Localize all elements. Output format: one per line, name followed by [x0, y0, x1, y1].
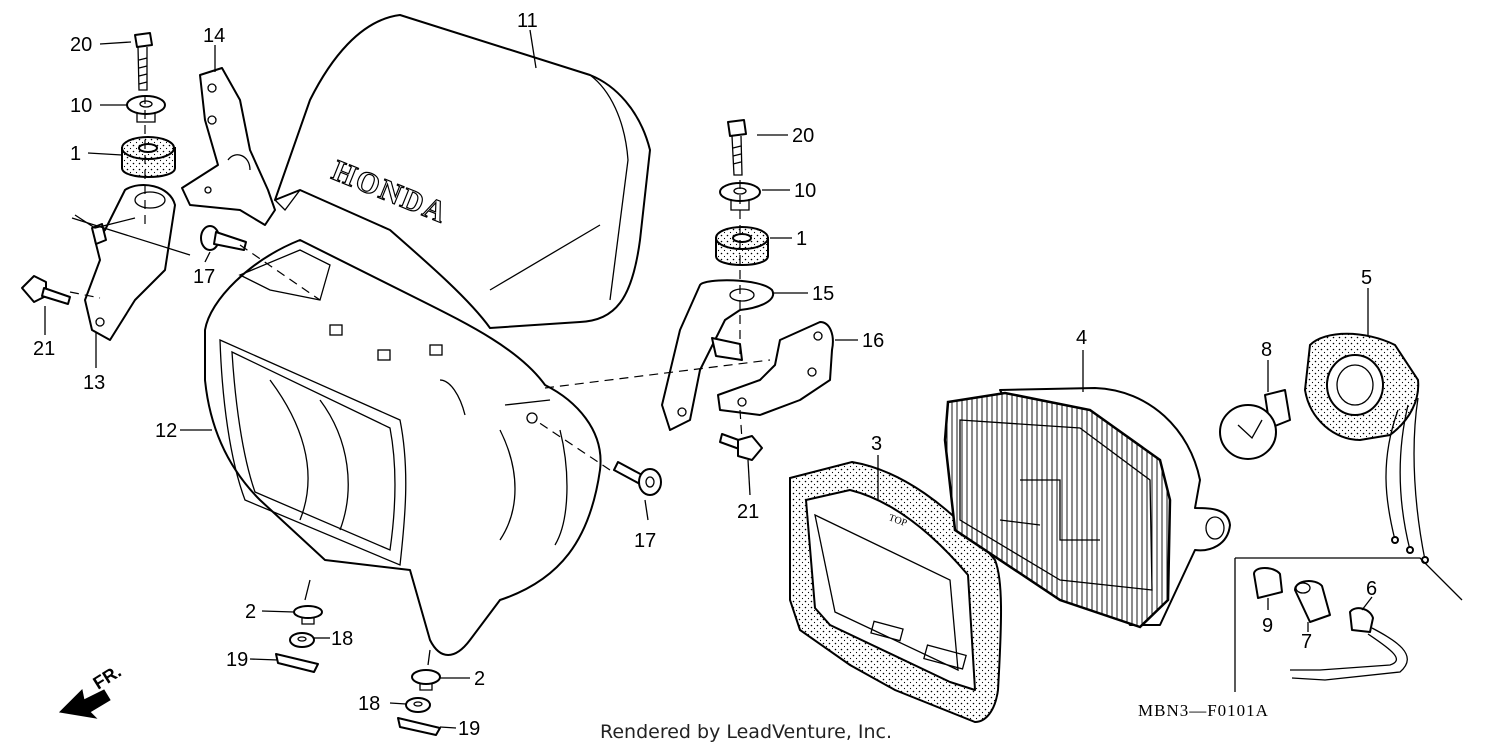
grommet-1-center	[715, 226, 769, 266]
callout-11: 11	[517, 10, 538, 32]
direction-label: FR.	[90, 661, 125, 693]
bolt-20-left	[134, 32, 153, 91]
leader-lines	[44, 29, 1373, 729]
clip-19-left	[275, 653, 319, 673]
callout-14: 14	[203, 25, 225, 47]
bulb-socket	[1303, 332, 1429, 564]
nut-18-right	[405, 697, 431, 713]
callout-16: 16	[862, 330, 884, 352]
callout-2-left: 2	[245, 601, 256, 623]
callout-15: 15	[812, 283, 834, 305]
collar-2-left	[293, 605, 323, 625]
nut-18-left	[289, 632, 315, 648]
grommet-1-left	[121, 136, 176, 178]
headlight-bulb	[1219, 389, 1291, 460]
callout-12: 12	[155, 420, 177, 442]
callout-18-right: 18	[358, 693, 380, 715]
callout-10-center: 10	[794, 180, 816, 202]
bolt-21-center	[719, 433, 763, 461]
callout-5: 5	[1361, 267, 1372, 289]
headlight-visor: HONDA	[274, 14, 651, 329]
bracket-left-upper	[181, 67, 276, 226]
bolt-21-left	[21, 275, 71, 305]
callout-19-right: 19	[458, 718, 480, 740]
headlight-unit	[943, 387, 1231, 629]
callout-9: 9	[1262, 615, 1273, 637]
callout-20-center: 20	[792, 125, 814, 147]
callout-1-center: 1	[796, 228, 807, 250]
callout-4: 4	[1076, 327, 1087, 349]
callout-21-center: 21	[737, 501, 759, 523]
callout-17-lower: 17	[634, 530, 656, 552]
bolt-17-lower	[613, 461, 662, 496]
callout-21-left: 21	[33, 338, 55, 360]
callout-3: 3	[871, 433, 882, 455]
position-bulb-9	[1253, 567, 1283, 599]
position-socket-6	[1290, 607, 1408, 681]
callout-1-left: 1	[70, 143, 81, 165]
bracket-left-lower	[84, 184, 176, 341]
bracket-15	[661, 279, 775, 431]
callout-numbers: 20 10 1 14 11 17 21 13 12 17 20 10 1 15 …	[33, 10, 1377, 740]
clip-19-right	[397, 717, 441, 736]
bolt-20-center	[727, 119, 747, 176]
front-direction-arrow: FR.	[58, 661, 125, 719]
callout-20-left: 20	[70, 34, 92, 56]
bolt-17-upper	[200, 225, 247, 251]
washer-10-left	[126, 95, 166, 123]
assembly-guide-lines	[69, 95, 771, 471]
render-credit: Rendered by LeadVenture, Inc.	[600, 721, 892, 743]
callout-10-left: 10	[70, 95, 92, 117]
callout-6: 6	[1366, 578, 1377, 600]
callout-18-left: 18	[331, 628, 353, 650]
callout-2-right: 2	[474, 668, 485, 690]
collar-2-right	[411, 669, 441, 691]
callout-7: 7	[1301, 631, 1312, 653]
diagram-code: MBN3—F0101A	[1138, 701, 1269, 720]
callout-8: 8	[1261, 339, 1272, 361]
headlight-case	[204, 239, 602, 666]
position-light-inset	[1234, 557, 1463, 692]
headlight-rubber-frame: TOP	[789, 460, 1003, 724]
bracket-16	[717, 321, 834, 416]
callout-13: 13	[83, 372, 105, 394]
callout-19-left: 19	[226, 649, 248, 671]
position-socket-7	[1294, 580, 1331, 623]
callout-17-upper: 17	[193, 266, 215, 288]
